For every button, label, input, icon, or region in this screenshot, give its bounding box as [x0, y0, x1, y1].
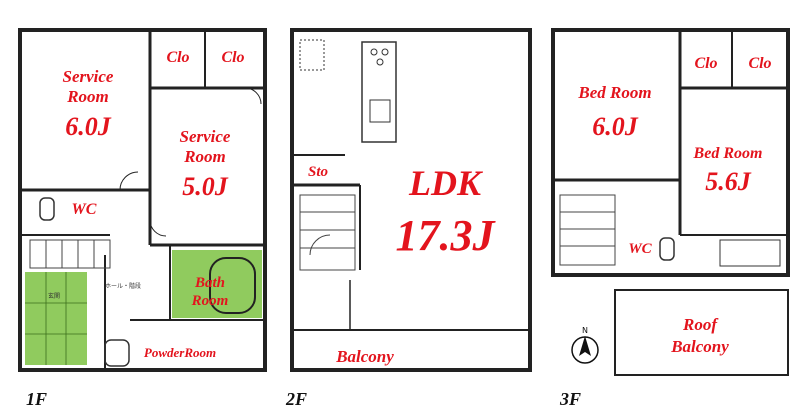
f1-outer-wall: [18, 28, 267, 372]
kitchen-sink: [369, 99, 391, 123]
f1-stairs: [29, 239, 111, 269]
fridge-space: [299, 39, 325, 71]
floor-3f: N Bed Room 6.0J Bed Room 5.6J Clo Clo WC…: [551, 28, 790, 409]
f3-info-box: [719, 239, 781, 267]
f3-stairs: [559, 194, 616, 266]
f2-ldk: LDK: [408, 163, 484, 203]
f1-service-room-a-line1: Service: [63, 67, 114, 86]
floor-2f: Sto LDK 17.3J Balcony 2F: [285, 28, 532, 409]
f3-bed-b-line1: Bed Room: [693, 145, 763, 162]
f1-bath-line1: Bath: [194, 275, 225, 291]
f1-clo-1: Clo: [166, 49, 189, 66]
f2-floor-label: 2F: [285, 389, 307, 409]
f3-outer-wall: [551, 28, 790, 277]
f2-stairs: [299, 194, 356, 271]
f3-bed-a-line1: Bed Room: [577, 83, 651, 102]
stove-burner: [381, 48, 389, 56]
f1-service-room-b-size: 5.0J: [182, 172, 229, 201]
bathtub: [209, 257, 256, 314]
f3-clo-1: Clo: [694, 55, 717, 72]
f1-bath-floor: [172, 250, 262, 318]
f1-entrance-floor: [25, 272, 87, 365]
f1-hall-note: ホール・階段: [105, 282, 141, 290]
f3-floor-label: 3F: [559, 389, 581, 409]
floor-1f: Service Room 6.0J Service Room 5.0J Clo …: [18, 28, 267, 409]
f3-roof-balcony-outline: [614, 289, 789, 376]
f1-service-room-b-line2: Room: [183, 147, 226, 166]
f3-roof-line1: Roof: [682, 315, 719, 334]
stove-burner: [370, 48, 378, 56]
door-swing: [119, 171, 139, 191]
f1-floor-label: 1F: [26, 389, 47, 409]
door-swing: [244, 87, 262, 105]
f2-ldk-size: 17.3J: [396, 211, 497, 260]
f3-clo-2: Clo: [748, 55, 771, 72]
f3-bed-a-size: 6.0J: [592, 112, 639, 141]
f1-service-room-b-line1: Service: [180, 127, 231, 146]
f3-bed-b-size: 5.6J: [705, 167, 752, 196]
door-swing: [149, 219, 167, 237]
f1-bath-line2: Room: [191, 293, 229, 309]
f1-toilet: [39, 197, 55, 221]
f3-roof-line2: Balcony: [670, 337, 729, 356]
f1-clo-2: Clo: [221, 49, 244, 66]
f1-wc: WC: [72, 201, 97, 218]
f2-outer-wall: [290, 28, 532, 372]
f1-entrance-note: 玄関: [48, 292, 60, 300]
f2-balcony: Balcony: [335, 347, 394, 366]
f1-service-room-a-size: 6.0J: [65, 112, 112, 141]
f2-sto: Sto: [308, 164, 328, 180]
f3-wc: WC: [628, 241, 652, 257]
north-arrow-icon: N: [571, 326, 599, 364]
kitchen-counter: [361, 41, 397, 143]
north-label: N: [582, 326, 588, 335]
f1-sink: [104, 339, 130, 367]
f1-service-room-a-line2: Room: [66, 87, 109, 106]
stove-burner: [376, 58, 384, 66]
f3-toilet: [659, 237, 675, 261]
f1-powder-room: PowderRoom: [144, 345, 216, 360]
